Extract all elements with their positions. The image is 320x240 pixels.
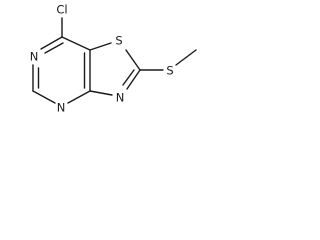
bond-n3-c3a [67,90,91,104]
bond-c2-n-thiazole [126,69,141,90]
bond-c7a-c7 [61,36,91,51]
atom-label-chlorine: Cl [56,3,67,17]
bond-s-methyl-ch3 [175,49,197,66]
atom-label-ring-sulfur: S [115,34,122,48]
atom-label-thioether-sulfur: S [166,64,173,78]
bond-n-thiazole-c3a [89,90,113,96]
bond-c2-n3 [32,90,56,104]
bond-c7a-s1 [89,42,112,51]
bond-c7-n1 [40,36,63,50]
atom-label-n3: N [57,101,66,115]
bond-c2-n-thiazole-inner [122,69,135,86]
bond-s1-c2 [125,49,141,71]
atom-label-n-thiazole: N [116,91,125,105]
atom-label-n1: N [30,50,39,64]
bond-c7-n1-inner [44,42,64,54]
chemical-structure: Cl S S N N N [30,3,197,115]
